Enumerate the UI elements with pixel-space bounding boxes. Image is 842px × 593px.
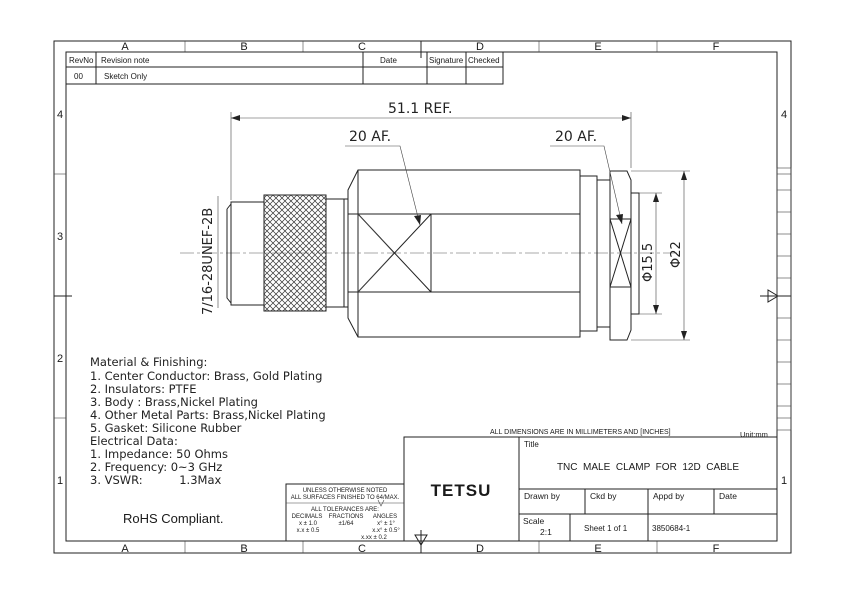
tol-header-decimals: DECIMALS bbox=[292, 514, 323, 520]
rev-row-note: Sketch Only bbox=[104, 72, 147, 81]
note-line: 4. Other Metal Parts: Brass,Nickel Plati… bbox=[90, 408, 326, 422]
sheet-number: Sheet 1 of 1 bbox=[584, 524, 628, 533]
company-logo: TETSU bbox=[431, 481, 492, 500]
tol-line1: UNLESS OTHERWISE NOTED bbox=[303, 488, 388, 494]
tol-ang2: x.x° ± 0.5° bbox=[372, 528, 400, 534]
tol-header-angles: ANGLES bbox=[373, 514, 397, 520]
drawn-by-label: Drawn by bbox=[524, 491, 561, 501]
note-line: 1. Impedance: 50 Ohms bbox=[90, 447, 228, 461]
rohs-label: RoHS Compliant. bbox=[123, 511, 223, 526]
zone-row-1-right: 1 bbox=[781, 475, 787, 487]
zone-col-a-bottom: A bbox=[121, 543, 129, 555]
zone-row-3-left: 3 bbox=[57, 231, 63, 243]
tol-frac: ±1/64 bbox=[339, 521, 355, 527]
note-line: Material & Finishing: bbox=[90, 355, 207, 369]
dim-hex-right: 20 AF. bbox=[555, 129, 597, 145]
zone-row-4-right: 4 bbox=[781, 109, 787, 121]
zone-col-a-top: A bbox=[121, 41, 129, 53]
note-line: Electrical Data: bbox=[90, 434, 178, 448]
tol-header-fractions: FRACTIONS bbox=[329, 514, 364, 520]
rev-header-date: Date bbox=[380, 56, 397, 65]
plug-tip bbox=[226, 203, 232, 304]
zone-col-c-top: C bbox=[358, 41, 366, 53]
note-line: 2. Frequency: 0~3 GHz bbox=[90, 460, 222, 474]
dim-thread: 7/16-28UNEF-2B bbox=[201, 208, 216, 315]
tol-line2: ALL SURFACES FINISHED TO 64/MAX. bbox=[291, 495, 400, 501]
dim-overall-length: 51.1 REF. bbox=[388, 101, 452, 117]
revision-table: RevNo Revision note Date Signature Check… bbox=[65, 51, 504, 85]
tol-dec1: x ± 1.0 bbox=[299, 521, 318, 527]
material-notes: Material & Finishing: 1. Center Conducto… bbox=[90, 355, 326, 487]
zone-col-f-top: F bbox=[713, 41, 720, 53]
tol-dec2: x.x ± 0.5 bbox=[297, 528, 320, 534]
part-number: 3850684-1 bbox=[652, 524, 691, 533]
date-label: Date bbox=[719, 491, 737, 501]
note-line: 5. Gasket: Silicone Rubber bbox=[90, 421, 242, 435]
scale-label: Scale bbox=[523, 516, 545, 526]
zone-col-c-bottom: C bbox=[358, 543, 366, 555]
dimension-lines bbox=[217, 112, 690, 341]
scale-value: 2:1 bbox=[540, 527, 552, 537]
note-line: 1. Center Conductor: Brass, Gold Plating bbox=[90, 369, 322, 383]
checked-by-label: Ckd by bbox=[590, 491, 617, 501]
note-line: 2. Insulators: PTFE bbox=[90, 382, 196, 396]
dim-dia-inner: Φ15.5 bbox=[641, 243, 656, 282]
note-line: 3. Body : Brass,Nickel Plating bbox=[90, 395, 258, 409]
tol-ang1: x° ± 1° bbox=[377, 521, 395, 527]
zone-col-b-bottom: B bbox=[240, 543, 247, 555]
units-note: ALL DIMENSIONS ARE IN MILLIMETERS AND [I… bbox=[490, 429, 671, 436]
approved-by-label: Appd by bbox=[653, 491, 685, 501]
connector-drawing bbox=[180, 169, 680, 341]
tolerance-block: UNLESS OTHERWISE NOTED ALL SURFACES FINI… bbox=[285, 483, 405, 542]
unit-label: Unit:mm bbox=[740, 430, 768, 439]
title-block: ALL DIMENSIONS ARE IN MILLIMETERS AND [I… bbox=[403, 429, 778, 542]
rev-row-no: 00 bbox=[74, 72, 83, 81]
drawing-title: TNC MALE CLAMP FOR 12D CABLE bbox=[557, 462, 739, 473]
title-label: Title bbox=[524, 440, 539, 449]
rev-header-note: Revision note bbox=[101, 56, 150, 65]
right-scale bbox=[776, 167, 792, 431]
rev-header-no: RevNo bbox=[69, 56, 94, 65]
knurled-nut bbox=[263, 194, 327, 312]
zone-col-f-bottom: F bbox=[713, 543, 720, 555]
tol-line3: ALL TOLERANCES ARE: bbox=[311, 507, 379, 513]
zone-row-2-left: 2 bbox=[57, 353, 63, 365]
note-line: 3. VSWR: 1.3Max bbox=[90, 473, 221, 487]
zone-col-b-top: B bbox=[240, 41, 247, 53]
clamp-nut bbox=[609, 170, 632, 341]
dim-hex-left: 20 AF. bbox=[349, 129, 391, 145]
zone-col-d-top: D bbox=[476, 41, 484, 53]
tol-ang3: x.xx ± 0.2 bbox=[361, 535, 387, 541]
zone-col-e-top: E bbox=[594, 41, 601, 53]
rev-header-signature: Signature bbox=[429, 56, 464, 65]
zone-row-1-left: 1 bbox=[57, 475, 63, 487]
rev-header-checked: Checked bbox=[468, 56, 500, 65]
zone-row-4-left: 4 bbox=[57, 109, 63, 121]
zone-col-d-bottom: D bbox=[476, 543, 484, 555]
body-hex bbox=[347, 169, 581, 338]
zone-col-e-bottom: E bbox=[594, 543, 601, 555]
dim-dia-outer: Φ22 bbox=[669, 241, 684, 268]
